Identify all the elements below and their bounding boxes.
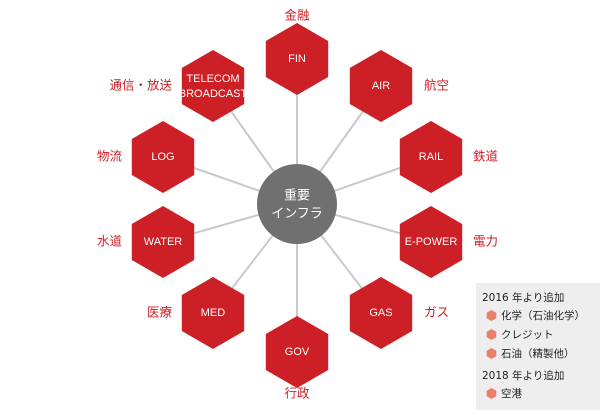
hexagon-bullet-icon (486, 329, 497, 340)
hexagon-bullet-icon (486, 388, 497, 399)
hexagon-epower (399, 206, 463, 278)
sector-nodes: FIN AIR RAIL E-POWER GAS GOV MED WATER LOG TELECO… (131, 23, 463, 388)
legend-item-label: クレジット (501, 329, 554, 341)
node-code-gov: GOV (285, 346, 310, 358)
legend-item: クレジット (486, 327, 600, 342)
node-caption-fin: 金融 (284, 8, 310, 23)
node-caption-gov: 行政 (284, 386, 310, 401)
node-air: AIR (349, 50, 413, 122)
hexagon-log (131, 121, 195, 193)
hexagon-rail (399, 121, 463, 193)
hexagon-fin (265, 23, 329, 95)
node-caption-log: 物流 (97, 149, 123, 164)
legend-group-2016: 化学（石油化学） クレジット石油（精製他） (482, 308, 600, 361)
hub-label-line2: インフラ (271, 207, 323, 222)
hexagon-gas (349, 277, 413, 349)
node-code-rail: RAIL (419, 151, 443, 163)
node-rail: RAIL (399, 121, 463, 193)
legend-item-label: 石油（精製他） (501, 348, 575, 360)
node-water: WATER (131, 206, 195, 278)
legend-item-label: 空港 (501, 388, 522, 400)
hub-label-line1: 重要 (284, 188, 310, 204)
hexagon-bullet-icon (486, 348, 497, 359)
hub-circle (257, 164, 337, 244)
hexagon-gov (265, 316, 329, 388)
node-code-med: MED (201, 307, 226, 319)
legend-group-2018: 空港 (482, 386, 600, 401)
node-caption-epower: 電力 (473, 234, 498, 249)
node-log: LOG (131, 121, 195, 193)
node-code-telecom-line1: TELECOM (186, 73, 239, 85)
node-caption-air: 航空 (424, 78, 449, 93)
node-code-epower: E-POWER (405, 236, 458, 248)
hexagon-med (181, 277, 245, 349)
legend-panel: 2016 年より追加 化学（石油化学） クレジット石油（精製他） 2018 年より… (476, 283, 600, 410)
node-epower: E-POWER (399, 206, 463, 278)
legend-item: 石油（精製他） (486, 346, 600, 361)
hexagon-bullet-icon (486, 310, 497, 321)
hexagon-telecom (181, 50, 245, 122)
legend-group-title-2016: 2016 年より追加 (482, 292, 565, 304)
node-caption-water: 水道 (97, 234, 123, 249)
node-code-telecom-line2: BROADCAST (179, 88, 248, 100)
node-gas: GAS (349, 277, 413, 349)
node-caption-med: 医療 (147, 305, 173, 320)
legend-group-title-2018: 2018 年より追加 (482, 370, 565, 382)
node-fin: FIN (265, 23, 329, 95)
node-code-water: WATER (144, 236, 183, 248)
node-telecom: TELECOM BROADCAST (179, 50, 248, 122)
node-med: MED (181, 277, 245, 349)
hexagon-air (349, 50, 413, 122)
legend-item-label: 化学（石油化学） (501, 310, 585, 322)
node-caption-rail: 鉄道 (473, 149, 499, 164)
hexagon-water (131, 206, 195, 278)
node-caption-gas: ガス (424, 305, 449, 320)
node-gov: GOV (265, 316, 329, 388)
node-code-log: LOG (151, 151, 174, 163)
node-code-fin: FIN (288, 53, 306, 65)
node-caption-telecom: 通信・放送 (109, 78, 172, 93)
node-code-air: AIR (372, 80, 390, 92)
legend-item: 化学（石油化学） (486, 308, 600, 323)
legend-item: 空港 (486, 386, 600, 401)
node-code-gas: GAS (369, 307, 392, 319)
hub: 重要 インフラ (257, 164, 337, 244)
